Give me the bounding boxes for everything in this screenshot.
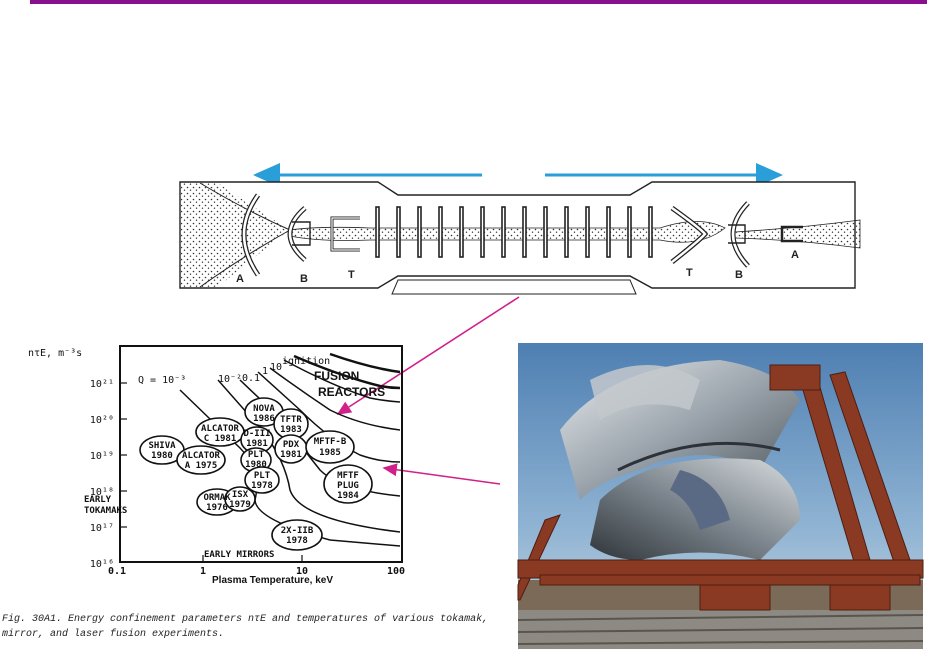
mftf-magnet-photo bbox=[517, 343, 924, 649]
ytick-17: 10¹⁷ bbox=[90, 523, 114, 534]
xtick-1: 1 bbox=[200, 566, 206, 577]
title-rule bbox=[30, 0, 927, 4]
fusion-reactors-label-2: REACTORS bbox=[318, 385, 385, 399]
q-value-10: 10 bbox=[270, 362, 282, 373]
coil-label-a-right: A bbox=[791, 249, 799, 261]
figure-caption: Fig. 30A1. Energy confinement parameters… bbox=[2, 612, 502, 642]
ytick-18: 10¹⁸ bbox=[90, 487, 114, 498]
q-value-1e-2: 10⁻² bbox=[218, 374, 242, 385]
fusion-reactors-label-1: FUSION bbox=[314, 369, 359, 383]
xtick-100: 100 bbox=[387, 566, 405, 577]
caption-line-1: Fig. 30A1. Energy confinement parameters… bbox=[2, 614, 489, 625]
exp-d3-name: D-III bbox=[243, 429, 270, 439]
exp-nova-year: 1986 bbox=[253, 414, 275, 424]
pointer-to-mftf-plug bbox=[382, 463, 501, 485]
exp-alcator-a-year: A 1975 bbox=[185, 461, 218, 471]
exp-pdx-year: 1981 bbox=[280, 450, 302, 460]
exp-mftfb-year: 1985 bbox=[319, 448, 341, 458]
pointer-to-fusion-reactors bbox=[336, 296, 520, 415]
exp-2xiib-name: 2X-IIB bbox=[281, 526, 314, 536]
exp-alcator-c-year: C 1981 bbox=[204, 434, 237, 444]
exp-mftfb-name: MFTF-B bbox=[314, 437, 347, 447]
exp-plt1980-year: 1980 bbox=[245, 460, 267, 470]
tandem-mirror-diagram: A B T T B A bbox=[179, 181, 861, 295]
coil-label-t-right: T bbox=[686, 267, 693, 279]
caption-line-2: mirror, and laser fusion experiments. bbox=[2, 629, 225, 640]
early-mirrors-label: EARLY MIRRORS bbox=[204, 550, 274, 560]
chart-frame bbox=[119, 345, 403, 563]
lawson-chart: nτE, m⁻³s Plasma Temperature, keV 10²¹ 1… bbox=[28, 345, 405, 586]
coil-label-b-right: B bbox=[735, 269, 743, 281]
xtick-0.1: 0.1 bbox=[108, 566, 126, 577]
pointer-arrows bbox=[336, 296, 520, 485]
exp-mftf-plug-sub: PLUG bbox=[337, 481, 359, 491]
exp-pdx-name: PDX bbox=[283, 440, 300, 450]
q-label: Q = 10⁻³ bbox=[138, 375, 186, 386]
exp-nova-name: NOVA bbox=[253, 404, 275, 414]
exp-d3-year: 1981 bbox=[246, 439, 268, 449]
coil-label-t-left: T bbox=[348, 269, 355, 281]
ytick-16: 10¹⁶ bbox=[90, 559, 114, 570]
ytick-21: 10²¹ bbox=[90, 379, 114, 390]
exp-mftf-plug-name: MFTF bbox=[337, 471, 359, 481]
exp-plt1980-name: PLT bbox=[248, 450, 265, 460]
ytick-20: 10²⁰ bbox=[90, 415, 114, 426]
exp-ormak-name: ORMAK bbox=[203, 493, 231, 503]
exp-tftr-name: TFTR bbox=[280, 415, 302, 425]
q-value-0.1: 0.1 bbox=[242, 373, 260, 384]
exp-tftr-year: 1983 bbox=[280, 425, 302, 435]
coil-label-a-left: A bbox=[236, 273, 244, 285]
exp-shiva-year: 1980 bbox=[151, 451, 173, 461]
exp-2xiib-year: 1978 bbox=[286, 536, 308, 546]
exp-isx-year: 1979 bbox=[229, 500, 251, 510]
xtick-10: 10 bbox=[296, 566, 308, 577]
exp-mftf-plug-year: 1984 bbox=[337, 491, 359, 501]
exp-plt1978-year: 1978 bbox=[251, 481, 273, 491]
exp-ormak-year: 1976 bbox=[206, 503, 228, 513]
exp-alcator-c-name: ALCATOR bbox=[201, 424, 240, 434]
exp-shiva-name: SHIVA bbox=[148, 441, 176, 451]
ignition-label: ignition bbox=[282, 356, 330, 367]
chart-xlabel: Plasma Temperature, keV bbox=[212, 575, 333, 586]
ytick-19: 10¹⁹ bbox=[90, 451, 114, 462]
exp-alcator-a-name: ALCATOR bbox=[182, 451, 221, 461]
early-tokamaks-label-1: EARLY bbox=[84, 495, 112, 505]
early-tokamaks-label-2: TOKAMAKS bbox=[84, 506, 127, 516]
coil-label-b-left: B bbox=[300, 273, 308, 285]
chart-ylabel: nτE, m⁻³s bbox=[28, 348, 82, 359]
exp-plt1978-name: PLT bbox=[254, 471, 271, 481]
exp-isx-name: ISX bbox=[232, 490, 249, 500]
q-value-1: 1 bbox=[262, 366, 268, 377]
